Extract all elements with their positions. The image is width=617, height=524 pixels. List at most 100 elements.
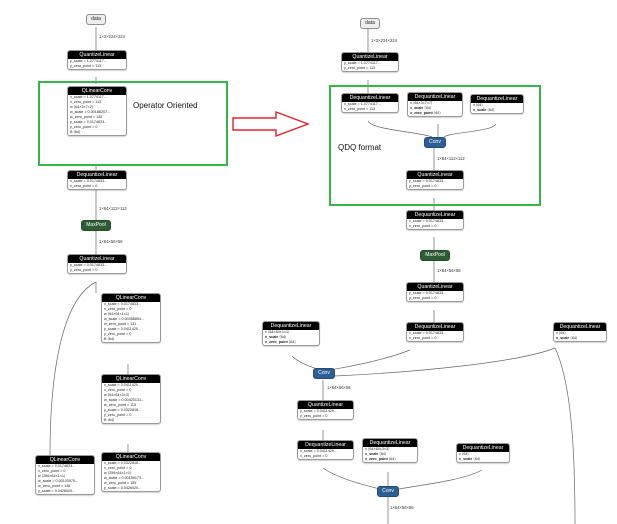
node-attribute: w_zero_point = 155 [104, 481, 137, 485]
input-node-data[interactable]: data [86, 14, 106, 25]
node-attribute: y_zero_point = 0 [104, 332, 132, 336]
node-attribute: x_zero_point ⟨64⟩ [408, 111, 462, 116]
node-attribute: w_zero_point = 148 [38, 484, 71, 488]
edge-label: 1×64×112×112 [99, 206, 127, 211]
attribute-shape: ⟨64⟩ [475, 103, 483, 107]
attribute-shape: ⟨64⟩ [424, 106, 432, 110]
node-attribute: w_scale = 0.00103975... [38, 479, 79, 483]
edge [49, 281, 97, 456]
node-attribute: w ⟨64×3×7×7⟩ [70, 105, 94, 109]
attribute-shape: ⟨64⟩ [433, 111, 441, 115]
attribute-key: x_zero_point [265, 340, 288, 344]
edge-label: 1×64×56×56 [99, 239, 123, 244]
node-attribute: x_scale = 0.0174833... [70, 179, 108, 183]
node-attribute: y_zero_point = 0 [409, 184, 437, 188]
attribute-shape: ⟨64⟩ [570, 336, 578, 340]
node-attribute: x_scale = 1.0774117... [344, 102, 381, 106]
conv-node[interactable]: Conv [377, 486, 399, 497]
node-attribute: x_zero_point = 0 [38, 469, 66, 473]
node-attribute: w ⟨256×64×1×1⟩ [38, 474, 66, 478]
node-attribute: x_scale = 0.0174833... [409, 331, 447, 335]
attribute-key: x [473, 103, 475, 107]
node-attribute: y_zero_point = 0 [70, 268, 98, 272]
attribute-shape: ⟨64⟩ [388, 457, 396, 461]
conv-node[interactable]: Conv [313, 368, 335, 379]
node-attribute: x_scale ⟨64⟩ [263, 335, 319, 340]
node-attribute: y_scale = 0.0426020... [38, 489, 76, 493]
node-title: QuantizeLinear [342, 53, 398, 61]
node-attribute: x ⟨64⟩ [457, 452, 509, 457]
node-title: QLinearConv [68, 87, 126, 95]
attribute-key: x [459, 452, 461, 456]
node-title: DequantizeLinear [407, 323, 463, 331]
edge [554, 347, 576, 524]
edge-label: 1×64×56×56 [390, 505, 414, 510]
node-attribute: w_scale = 0.00188207... [70, 110, 111, 114]
edge [334, 347, 556, 377]
attribute-key: x [265, 330, 267, 334]
conv-node[interactable]: Conv [424, 137, 446, 148]
edge-label: 1×64×112×112 [437, 156, 465, 161]
node-attribute: y_scale = 0.0174833... [70, 120, 108, 124]
node-attribute: w_zero_point = 115 [104, 403, 137, 407]
node-attribute: y_zero_point = 113 [344, 66, 376, 70]
qdq-format-label: QDQ format [338, 143, 382, 152]
node-title: DequantizeLinear [298, 441, 353, 449]
input-node-data[interactable]: data [360, 18, 380, 29]
direction-arrow [232, 110, 310, 138]
attribute-shape: ⟨64⟩ [461, 452, 469, 456]
node-title: DequantizeLinear [554, 323, 606, 331]
node-title: QuantizeLinear [407, 283, 463, 291]
node-attribute: x_zero_point = 0 [104, 307, 132, 311]
edge [443, 123, 497, 138]
attribute-shape: ⟨64×3×7×7⟩ [412, 101, 433, 105]
node-attribute: x_scale ⟨64⟩ [554, 336, 606, 341]
node-attribute: y_scale = 0.0411429... [300, 409, 337, 413]
node-attribute: x_scale = 0.0174833... [38, 464, 76, 468]
attribute-key: x_scale [365, 452, 379, 456]
attribute-key: x [556, 331, 558, 335]
node-attribute: x_zero_point = 0 [104, 466, 132, 470]
maxpool-node[interactable]: MaxPool [81, 220, 111, 231]
node-attribute: x_zero_point = 0 [104, 388, 132, 392]
node-attribute: x_scale = 0.0174833... [409, 219, 447, 223]
node-attribute: y_scale = 0.0174833... [70, 263, 108, 267]
edge [329, 349, 411, 371]
node-attribute: x_zero_point = 0 [300, 454, 328, 458]
node-title: DequantizeLinear [457, 444, 509, 452]
maxpool-node[interactable]: MaxPool [420, 250, 450, 261]
edge-label: 1×64×56×56 [327, 385, 351, 390]
node-attribute: x ⟨64×64×3×3⟩ [363, 447, 417, 452]
attribute-key: x [365, 447, 367, 451]
node-attribute: x ⟨64⟩ [554, 331, 606, 336]
edge-label: 1×3×224×224 [371, 38, 397, 43]
node-attribute: x ⟨64×64×1×1⟩ [263, 330, 319, 335]
node-attribute: x_scale = 1.0774117... [70, 95, 107, 99]
edge [393, 469, 483, 491]
node-attribute: x_scale ⟨64⟩ [471, 108, 523, 113]
attribute-key: x_scale [556, 336, 570, 340]
